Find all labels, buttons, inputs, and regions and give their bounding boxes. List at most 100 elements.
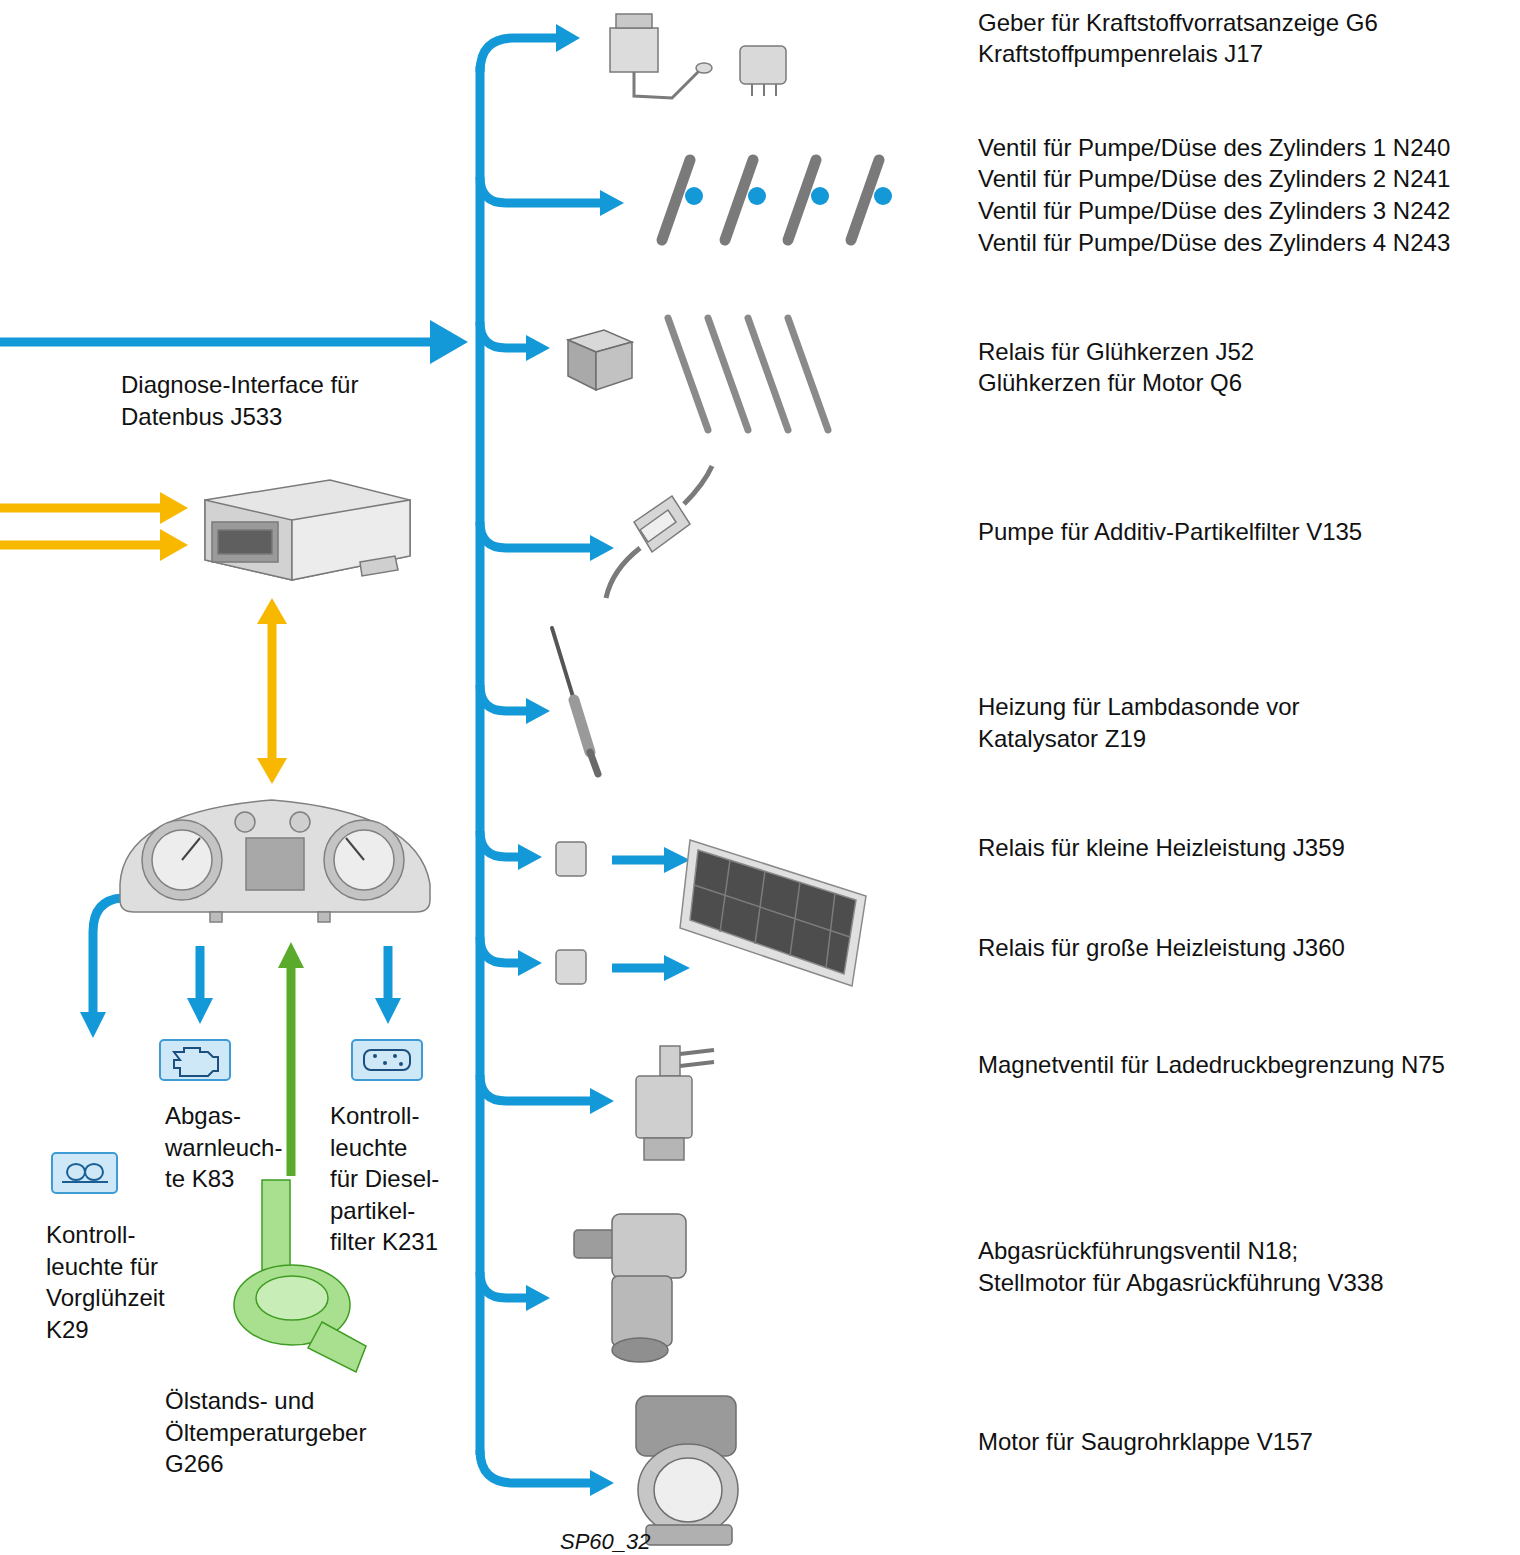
part-label: Diagnose-Interface für Datenbus J533: [121, 369, 411, 432]
signal-bus-part: [0, 338, 440, 347]
signal-bus-part: [612, 964, 668, 973]
part-label: Stellmotor für Abgasrückführung V338: [978, 1267, 1508, 1299]
can-arrowhead: [160, 492, 287, 784]
heater-relay-illustration: [556, 842, 586, 984]
arrowhead-part: [590, 1470, 614, 1496]
injector-illustration: [662, 160, 892, 240]
instrument-cluster-illustration-part: [246, 838, 304, 890]
fuel-sender-illustration-part: [610, 28, 658, 72]
glow-relay-illustration: [568, 330, 632, 390]
relay-illustration: [740, 46, 786, 96]
additive-pump-illustration: [606, 466, 712, 598]
glow-relay-illustration-part: [568, 340, 596, 390]
part-label: Kontroll- leuchte für Vorglühzeit K29: [46, 1219, 186, 1345]
glow-lamp-icon-part: [85, 1164, 103, 1180]
additive-pump-illustration-part: [606, 548, 640, 598]
exhaust-lamp-icon-part: [160, 1040, 230, 1080]
part-label: Relais für große Heizleistung J360: [978, 932, 1508, 964]
control-unit-illustration: [205, 480, 410, 580]
glow-plug-illustration-part: [668, 318, 708, 430]
solenoid-valve-illustration: [636, 1046, 714, 1160]
part-label: Heizung für Lambdasonde vor Katalysator …: [978, 691, 1348, 754]
additive-pump-illustration-part: [640, 510, 676, 542]
instrument-cluster-illustration: [120, 800, 430, 922]
signal-bus-part: [384, 946, 393, 1000]
glow-plug-illustration-part: [788, 318, 828, 430]
heater-element-illustration-part: [690, 850, 856, 974]
control-unit-illustration-part: [205, 500, 292, 580]
fuel-sender-illustration: [610, 14, 712, 98]
arrowhead-part: [526, 1285, 550, 1311]
signal-bus-part: [480, 685, 528, 711]
relay-illustration-part: [752, 84, 776, 96]
arrowhead-part: [600, 190, 624, 216]
heater-element-illustration-part: [680, 840, 866, 986]
control-unit-illustration-part: [360, 556, 398, 576]
part-label: Motor für Saugrohrklappe V157: [978, 1426, 1508, 1458]
signal-bus-part: [480, 1272, 528, 1298]
control-unit-illustration-part: [292, 500, 410, 580]
particle-filter-lamp-icon-part: [373, 1054, 377, 1058]
instrument-cluster-illustration-part: [318, 912, 330, 922]
glow-lamp-icon-part: [67, 1164, 85, 1180]
part-label: Ventil für Pumpe/Düse des Zylinders 2 N2…: [978, 163, 1508, 195]
injector-illustration-part: [685, 187, 703, 205]
signal-bus-part: [93, 898, 122, 1014]
relay-illustration-part: [740, 46, 786, 84]
injector-illustration-part: [874, 187, 892, 205]
intake-flap-illustration-part: [646, 1525, 732, 1545]
solenoid-valve-illustration-part: [680, 1050, 714, 1066]
part-label: Abgasrückführungsventil N18;: [978, 1235, 1508, 1267]
can-arrow-part: [268, 622, 277, 760]
egr-valve-illustration: [574, 1214, 686, 1362]
instrument-cluster-illustration-part: [235, 812, 255, 832]
instrument-cluster-illustration-part: [182, 838, 364, 860]
signal-bus-part: [612, 856, 668, 865]
signal-bus-part: [196, 946, 205, 1000]
part-label: Ventil für Pumpe/Düse des Zylinders 3 N2…: [978, 195, 1508, 227]
particle-filter-lamp-icon-part: [393, 1054, 397, 1058]
glow-plug-illustration-part: [708, 318, 748, 430]
arrowhead-part: [430, 320, 468, 364]
figure-number: SP60_32: [560, 1526, 651, 1555]
part-label: Kraftstoffpumpenrelais J17: [978, 38, 1508, 70]
part-label: Geber für Kraftstoffvorratsanzeige G6: [978, 7, 1508, 39]
arrowhead-part: [518, 950, 542, 976]
instrument-cluster-illustration-part: [120, 800, 430, 912]
intake-flap-illustration: [636, 1396, 738, 1545]
injector-illustration-part: [788, 160, 816, 240]
signal-bus-part: [480, 38, 558, 72]
arrowhead-part: [664, 955, 690, 981]
signal-bus-part: [480, 522, 592, 548]
signal-bus-part: [476, 66, 485, 1455]
exhaust-lamp-icon-part: [174, 1048, 218, 1076]
egr-valve-illustration-part: [612, 1214, 686, 1278]
particle-filter-lamp-icon-part: [352, 1040, 422, 1080]
arrowhead-part: [80, 1012, 106, 1038]
lambda-probe-illustration-part: [590, 752, 598, 774]
intake-flap-illustration-part: [654, 1458, 722, 1522]
glow-relay-illustration-part: [596, 342, 632, 390]
injector-illustration-part: [748, 187, 766, 205]
egr-valve-illustration-part: [612, 1338, 668, 1362]
oil-sensor-illustration-part: [308, 1322, 366, 1372]
part-label: Glühkerzen für Motor Q6: [978, 367, 1508, 399]
egr-valve-illustration-part: [612, 1276, 672, 1346]
oil-sensor-illustration-part: [256, 1276, 328, 1320]
heater-relay-illustration-part: [556, 950, 586, 984]
can-arrow: [0, 508, 272, 760]
control-unit-illustration-part: [205, 480, 410, 580]
solenoid-valve-illustration-part: [636, 1076, 692, 1138]
particle-filter-lamp-icon-part: [399, 1062, 403, 1066]
additive-pump-illustration-part: [684, 466, 712, 504]
part-label: Magnetventil für Ladedruckbegrenzung N75: [978, 1049, 1508, 1081]
fuel-sender-illustration-part: [696, 63, 712, 73]
instrument-cluster-illustration-part: [290, 812, 310, 832]
part-label: Pumpe für Additiv-Partikelfilter V135: [978, 516, 1508, 548]
arrowhead: [80, 24, 690, 1496]
part-label: Ölstands- und Öltemperaturgeber G266: [165, 1385, 410, 1480]
particle-filter-lamp-icon-part: [364, 1050, 410, 1070]
part-label: Abgas- warnleuch- te K83: [165, 1100, 285, 1195]
can-arrowhead-part: [257, 758, 287, 784]
control-unit-illustration-part: [218, 530, 272, 554]
